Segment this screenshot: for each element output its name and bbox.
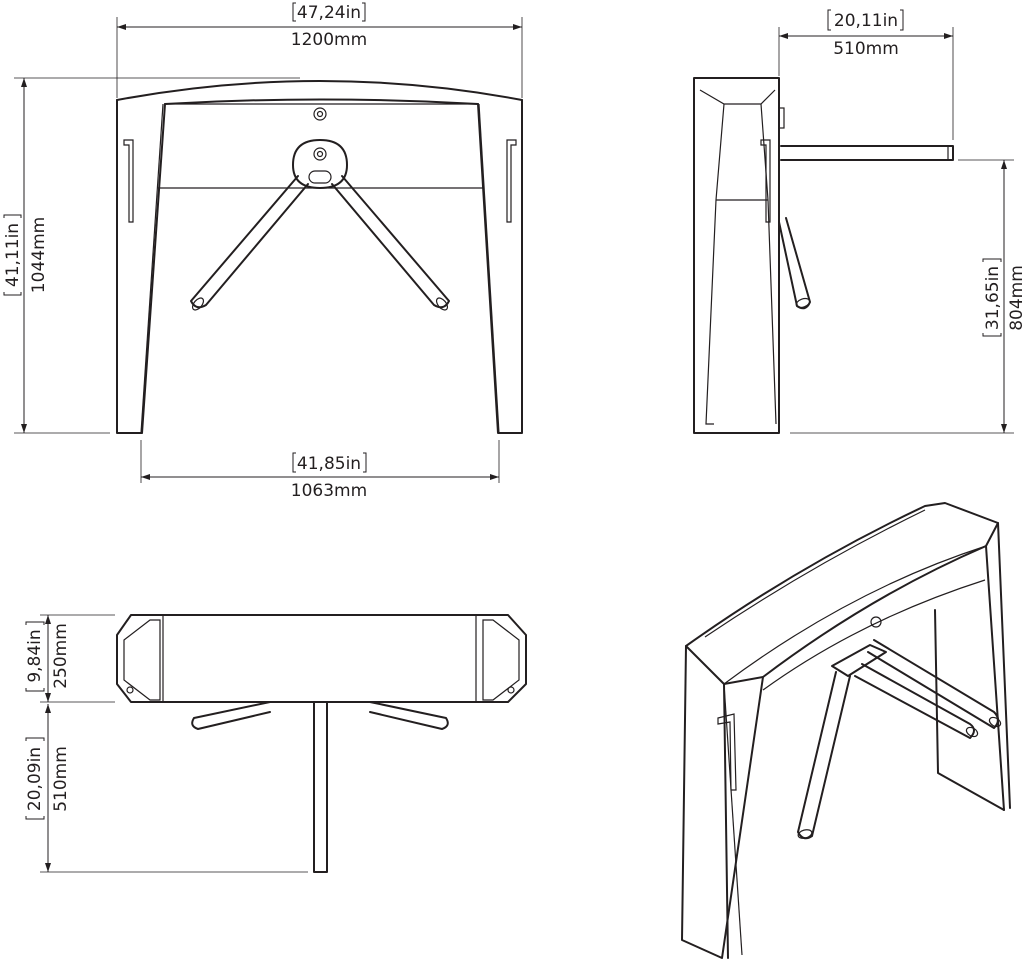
top-depth-in-label: 9,84in [25,629,45,682]
front-base-mm-label: 1063mm [291,481,367,501]
side-arm-dimension: 20,11in 510mm [778,9,954,140]
front-width-dimension: 47,24in 1200mm [116,2,523,98]
isometric-view [681,502,1011,959]
top-depth-mm-label: 250mm [51,623,71,689]
top-arm-dimension: 20,09in 510mm [25,704,308,873]
front-base-dimension: 41,85in 1063mm [140,440,500,501]
top-arm-in-label: 20,09in [25,747,45,811]
front-height-mm-label: 1044mm [29,217,49,293]
top-arm-mm-label: 510mm [51,746,71,812]
front-height-dimension: 41,11in 1044mm [3,77,300,434]
side-height-mm-label: 804mm [1007,265,1024,331]
front-width-mm-label: 1200mm [291,30,367,50]
front-view [116,80,523,434]
side-view [693,77,954,434]
side-height-dimension: 31,65in 804mm [790,159,1024,434]
top-depth-dimension: 9,84in 250mm [25,614,115,703]
side-height-in-label: 31,65in [983,266,1003,330]
side-arm-in-label: 20,11in [834,11,898,31]
front-base-in-label: 41,85in [297,454,361,474]
side-arm-mm-label: 510mm [833,39,899,59]
top-view [116,614,527,873]
front-height-in-label: 41,11in [3,223,23,287]
front-width-in-label: 47,24in [297,3,361,23]
